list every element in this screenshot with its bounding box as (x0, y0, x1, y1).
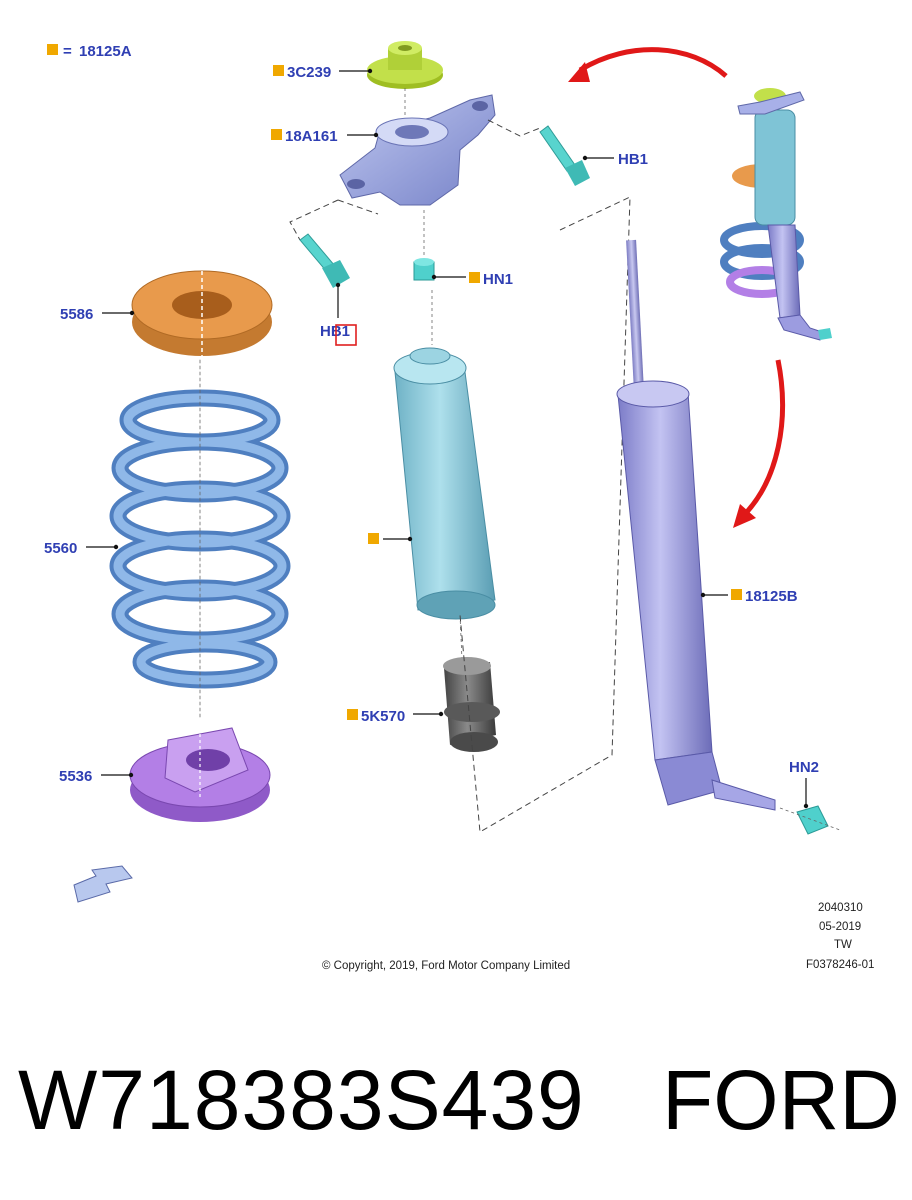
label-18a161: 18A161 (285, 128, 338, 145)
marker-18a161-icon (271, 129, 282, 140)
label-hb1-right: HB1 (618, 151, 648, 168)
caption-bar: W718383S439 FORD (0, 1040, 912, 1160)
label-5586: 5586 (60, 306, 93, 323)
shock-absorber (616, 239, 776, 811)
nut-hn1 (413, 258, 435, 281)
marker-5k570-icon (347, 709, 358, 720)
legend-marker-icon (47, 44, 58, 55)
label-5560: 5560 (44, 540, 77, 557)
footer-code: 2040310 (818, 902, 863, 914)
legend: = 18125A (47, 43, 132, 60)
label-hn2: HN2 (789, 759, 819, 776)
label-hb1-left: HB1 (320, 323, 350, 340)
nut-hn2 (779, 805, 841, 835)
marker-18125b-icon (731, 589, 742, 600)
inset-assembled-view (720, 88, 832, 341)
red-arrow-down-icon (733, 359, 785, 528)
dust-boot (393, 347, 496, 620)
part-number: W718383S439 (18, 1053, 585, 1147)
label-5k570: 5K570 (361, 708, 405, 725)
direction-arrow-icon (73, 865, 133, 903)
marker-dust-boot-icon (368, 533, 379, 544)
bump-stop (443, 657, 500, 752)
spring-lower-seat (129, 722, 271, 822)
label-5536: 5536 (59, 768, 92, 785)
marker-3c239-icon (273, 65, 284, 76)
bolt-left (299, 233, 350, 288)
highlight-box (335, 324, 357, 346)
red-arrow-top-icon (568, 47, 728, 82)
top-mount-cap (367, 41, 443, 89)
bolt-right (539, 125, 590, 186)
marker-hn1-icon (469, 272, 480, 283)
spring-upper-insulator (131, 270, 273, 356)
legend-equals: = (63, 43, 72, 60)
label-18125b: 18125B (745, 588, 798, 605)
footer-region: TW (834, 939, 852, 951)
exploded-suspension-diagram: = 18125A 3C239 18A161 HB1 HB1 (44, 41, 874, 972)
footer-date: 05-2019 (819, 921, 861, 933)
legend-code: 18125A (79, 43, 132, 60)
label-3c239: 3C239 (287, 64, 331, 81)
upper-mount-bracket (339, 94, 496, 206)
label-hn1: HN1 (483, 271, 513, 288)
brand-name: FORD (662, 1053, 900, 1147)
footer-figure-id: F0378246-01 (806, 959, 874, 971)
coil-spring (109, 359, 291, 721)
copyright: © Copyright, 2019, Ford Motor Company Li… (322, 960, 570, 972)
